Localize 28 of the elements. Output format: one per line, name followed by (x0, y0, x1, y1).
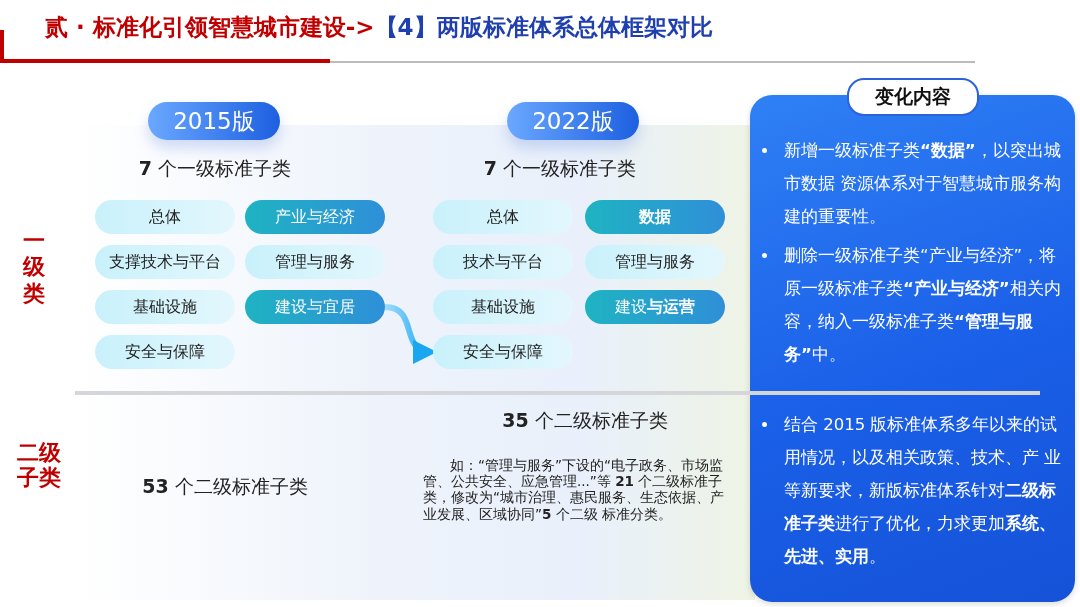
count-label: 53 个二级标准子类 (141, 474, 309, 499)
count-label: 7 个一级标准子类 (482, 156, 638, 181)
count-label: 35 个二级标准子类 (501, 408, 669, 433)
heading-pill: 变化内容 (847, 78, 979, 116)
bullet-text: 结合 2015 版标准体系多年以来的试用情况，以及相关政策、技术、产 业等新要求，新版标准体系针对二级标准子类进行了优化，力求更加系统、先进、实用。 (784, 414, 1063, 568)
category-pill: 基础设施 (433, 290, 573, 324)
category-pill: 基础设施 (95, 290, 235, 324)
row-heading: 一级类 (21, 228, 46, 308)
category-pill: 数据 (585, 200, 725, 234)
category-pill: 安全与保障 (95, 335, 235, 369)
category-pill: 安全与保障 (433, 335, 573, 369)
page-title: 贰 · 标准化引领智慧城市建设->【4】两版标准体系总体框架对比 (45, 13, 713, 42)
category-pill: 管理与服务 (245, 245, 385, 279)
version-pill: 2022版 (507, 102, 639, 140)
category-pill: 管理与服务 (585, 245, 725, 279)
category-pill: 建设与宜居 (245, 290, 385, 324)
category-pill: 技术与平台 (433, 245, 573, 279)
row-heading: 二级子类 (16, 440, 62, 491)
version-pill: 2015版 (148, 102, 280, 140)
example-paragraph: 如：“管理与服务”下设的“电子政务、市场监管、公共安全、应急管理...”等 21 个二级标准子类，修改为“城市治理、惠民服务、生态依据、产业发展、区域协同”5 个二级 标准分类。 (423, 457, 725, 522)
bullet-text: 新增一级标准子类“数据”，以突出城市数据 资源体系对于智慧城市服务构建的重要性。 (784, 140, 1063, 228)
count-label: 7 个一级标准子类 (137, 156, 293, 181)
category-pill: 支撑技术与平台 (95, 245, 235, 279)
category-pill: 产业与经济 (245, 200, 385, 234)
category-pill: 总体 (433, 200, 573, 234)
category-pill: 总体 (95, 200, 235, 234)
category-pill: 建设与运营 (585, 290, 725, 324)
bullet-text: 删除一级标准子类“产业与经济”，将原一级标准子类“产业与经济”相关内容，纳入一级标准子类“管理与服务”中。 (784, 245, 1062, 366)
